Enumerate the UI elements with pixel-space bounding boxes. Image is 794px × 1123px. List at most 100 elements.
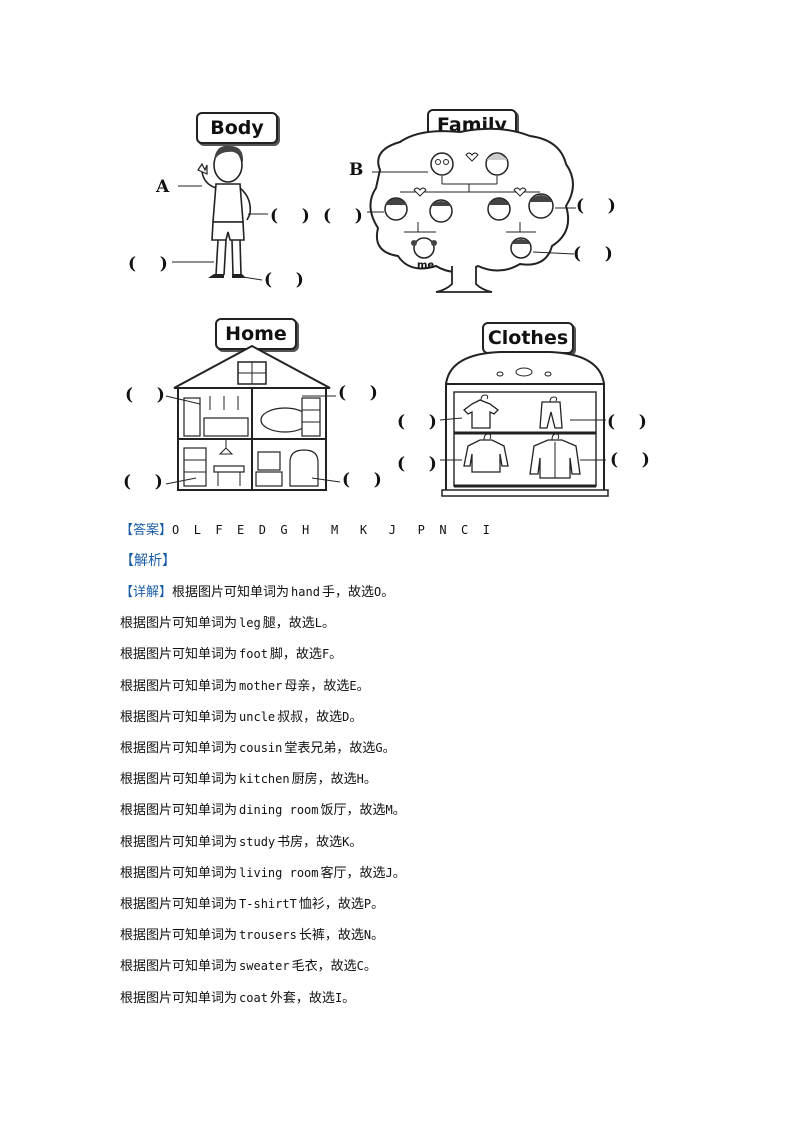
analysis-label: 【解析】: [120, 553, 176, 569]
explanation-end: 。: [392, 865, 406, 881]
explanation-word: coat: [239, 990, 268, 1005]
explanation-letter: K: [342, 834, 350, 849]
explanation-lead-text: 根据图片可知单词为: [120, 959, 238, 975]
explanation-meaning: 脚，故选: [269, 647, 322, 663]
explanation-word: sweater: [239, 959, 290, 974]
explanation-prefix: 【详解】: [120, 585, 173, 600]
family-label-b: B: [349, 160, 364, 180]
explanation-lead-text: 根据图片可知单词为: [120, 865, 238, 881]
body-label-a: A: [156, 177, 170, 197]
explanation-letter: C: [356, 959, 364, 974]
explanation-letter: M: [385, 803, 393, 818]
explanation-word: foot: [239, 647, 268, 662]
answer-values: O L F E D G H M K J P N C I: [172, 523, 490, 537]
family-tree-illustration: [367, 127, 576, 293]
explanation-letter: D: [342, 709, 350, 724]
body-blank-hand[interactable]: ( ): [270, 206, 310, 226]
explanation-meaning: 书房，故选: [277, 834, 343, 850]
explanation-end: 。: [349, 834, 363, 850]
explanation-meaning: 长裤，故选: [298, 928, 364, 944]
explanation-lead-text: 根据图片可知单词为: [120, 834, 238, 850]
explanation-end: 。: [392, 803, 406, 819]
explanation-lead-text: 根据图片可知单词为: [120, 928, 238, 944]
explanation-end: 。: [363, 772, 377, 788]
family-blank-cousin[interactable]: ( ): [573, 244, 613, 264]
explanation-meaning: 恤衫，故选: [298, 897, 364, 912]
explanation-word: hand: [291, 585, 320, 599]
clothes-blank-t-shirt[interactable]: ( ): [397, 412, 437, 432]
explanation-meaning: 叔叔，故选: [277, 709, 343, 725]
explanation-letter: J: [385, 865, 393, 880]
explanation-end: 。: [329, 647, 343, 663]
explanation-meaning: 腿，故选: [262, 616, 315, 632]
explanation-word: trousers: [239, 928, 297, 943]
explanation-end: 。: [349, 709, 363, 725]
home-blank-dining-room[interactable]: ( ): [123, 472, 163, 492]
explanation-lead-text: 根据图片可知单词为: [120, 897, 238, 912]
explanation-letter: E: [349, 678, 357, 693]
explanation-end: 。: [356, 678, 370, 694]
explanation-end: 。: [363, 959, 377, 975]
explanation-meaning: 外套，故选: [269, 990, 335, 1006]
explanation-end: 。: [371, 897, 385, 912]
home-title: Home: [215, 318, 297, 350]
explanation-word: T-shirtT: [239, 897, 297, 911]
explanation-meaning: 客厅，故选: [320, 865, 386, 881]
explanation-word: leg: [239, 616, 261, 631]
explanation-lead-text: 根据图片可知单词为: [120, 772, 238, 788]
explanation-word: mother: [239, 678, 283, 693]
explanation-meaning: 母亲，故选: [284, 678, 350, 694]
explanation-lead-text: 根据图片可知单词为: [172, 585, 290, 600]
explanation-word: cousin: [239, 741, 283, 755]
explanation-lead-text: 根据图片可知单词为: [120, 709, 238, 725]
answer-label: 【答案】: [120, 523, 173, 538]
explanation-lead-text: 根据图片可知单词为: [120, 803, 238, 819]
home-blank-living-room[interactable]: ( ): [342, 470, 382, 490]
explanation-word: living room: [239, 865, 319, 880]
explanation-end: 。: [382, 741, 396, 756]
explanation-word: study: [239, 834, 276, 849]
clothes-blank-trousers[interactable]: ( ): [607, 412, 647, 432]
explanation-letter: H: [356, 772, 364, 787]
clothes-blank-coat[interactable]: ( ): [610, 450, 650, 470]
body-blank-foot[interactable]: ( ): [264, 270, 304, 290]
family-blank-mother[interactable]: ( ): [323, 206, 363, 226]
boy-illustration: [172, 145, 268, 281]
family-blank-uncle[interactable]: ( ): [576, 196, 616, 216]
explanation-letter: I: [334, 990, 343, 1005]
explanation-lead-text: 根据图片可知单词为: [120, 678, 238, 694]
explanation-meaning: 厨房，故选: [291, 772, 357, 788]
explanation-letter: G: [375, 741, 383, 755]
explanation-meaning: 毛衣，故选: [291, 959, 357, 975]
family-me-label: me: [417, 260, 435, 271]
home-blank-study[interactable]: ( ): [338, 383, 378, 403]
home-blank-kitchen[interactable]: ( ): [125, 385, 165, 405]
explanation-end: 。: [321, 616, 335, 632]
explanation-letter: F: [321, 647, 330, 662]
explanation-letter: N: [363, 928, 372, 943]
explanation-end: 。: [371, 928, 385, 944]
explanation-end: 。: [342, 990, 356, 1006]
explanation-lead-text: 根据图片可知单词为: [120, 616, 238, 632]
clothes-blank-sweater[interactable]: ( ): [397, 454, 437, 474]
house-illustration: [165, 344, 341, 491]
body-title: Body: [196, 112, 278, 144]
explanation-lead-text: 根据图片可知单词为: [120, 647, 238, 663]
wardrobe-illustration: [439, 351, 609, 497]
explanation-lead-text: 根据图片可知单词为: [120, 990, 238, 1006]
body-blank-leg[interactable]: ( ): [128, 254, 168, 274]
explanation-meaning: 堂表兄弟，故选: [284, 741, 376, 756]
explanation-meaning: 饭厅，故选: [320, 803, 386, 819]
answer-line: 【答案】O L F E D G H M K J P N C I: [120, 519, 490, 538]
